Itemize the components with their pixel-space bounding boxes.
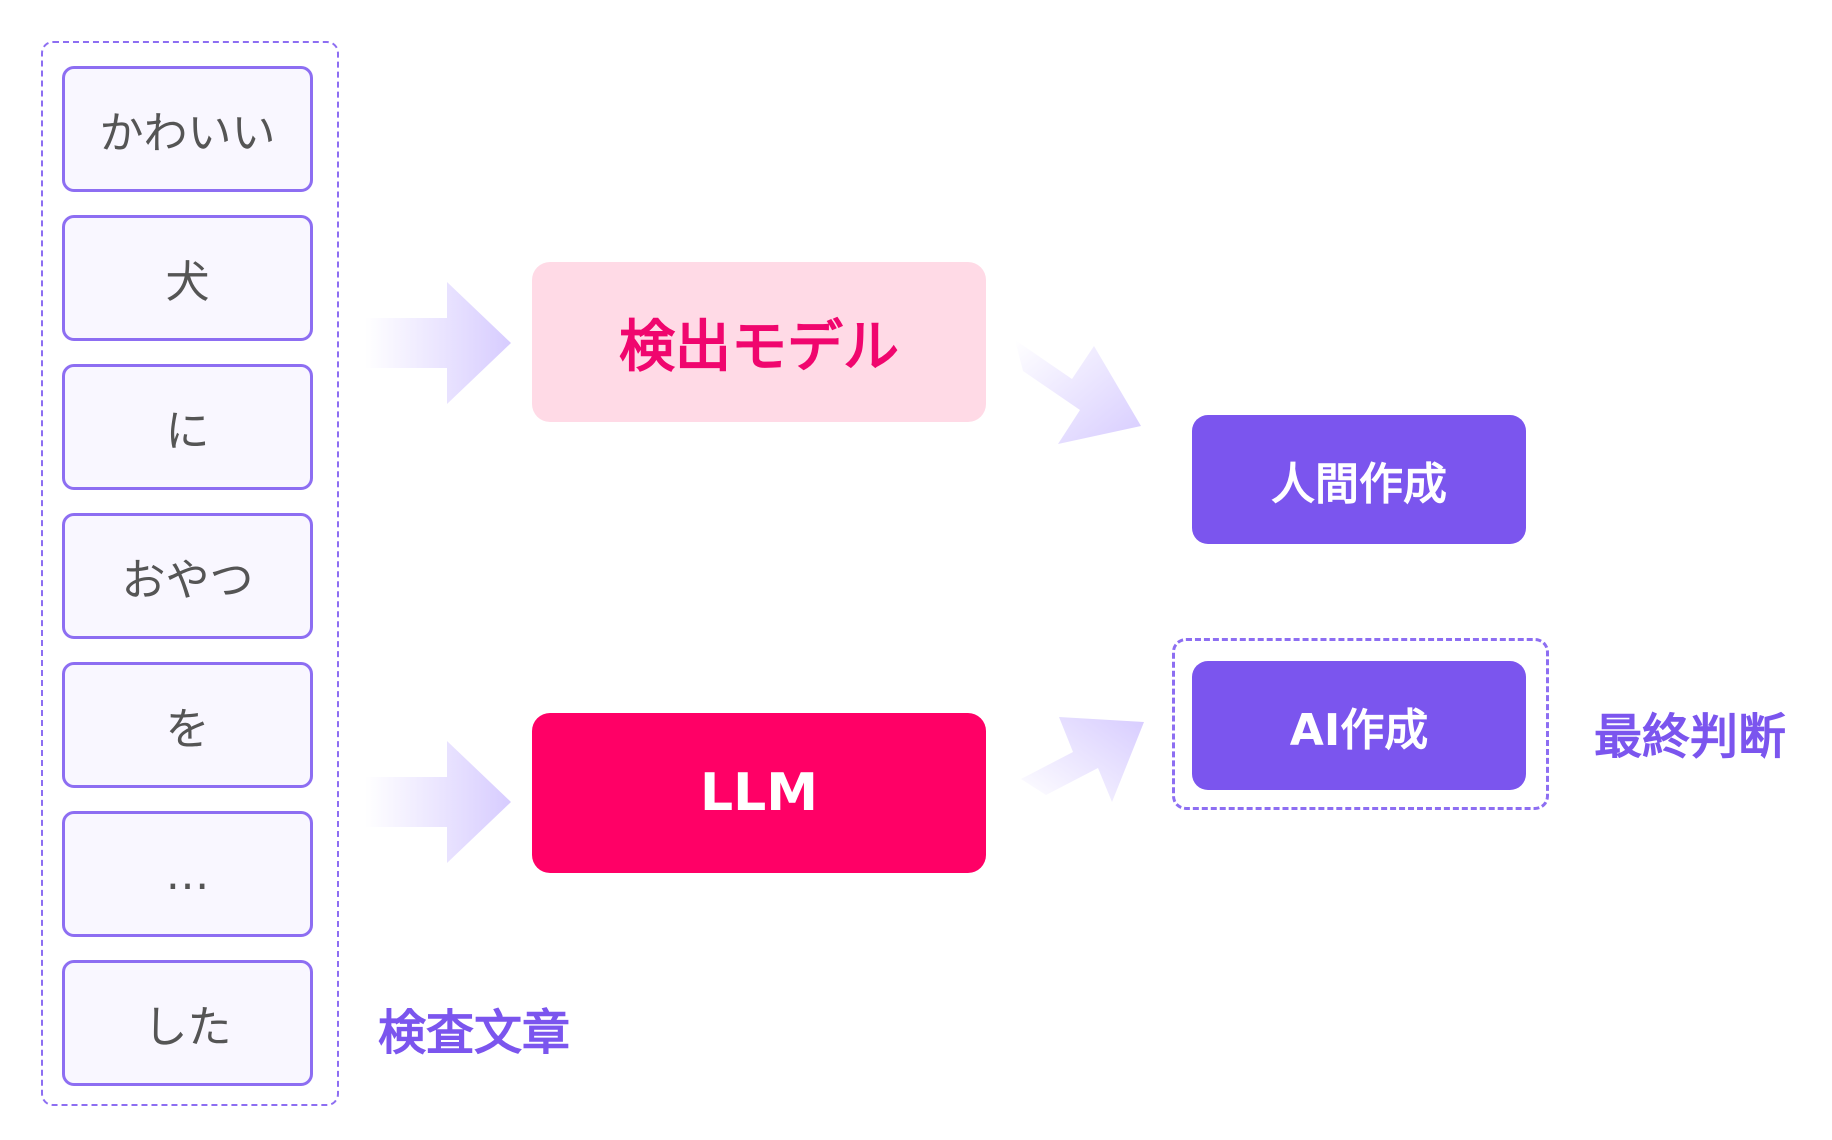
arrow-input-to-detector xyxy=(365,282,511,404)
token-box: した xyxy=(62,960,313,1086)
arrow-detector-to-human xyxy=(1015,340,1141,444)
ai-generated-box: AI作成 xyxy=(1192,661,1526,790)
human-written-box: 人間作成 xyxy=(1192,415,1526,544)
token-box: を xyxy=(62,662,313,788)
token-box: … xyxy=(62,811,313,937)
arrow-llm-to-ai xyxy=(1021,717,1144,802)
arrow-input-to-llm xyxy=(365,741,511,863)
token-box: に xyxy=(62,364,313,490)
detector-model-box: 検出モデル xyxy=(532,262,986,422)
input-label: 検査文章 xyxy=(378,1005,571,1061)
final-decision-label: 最終判断 xyxy=(1594,709,1787,765)
token-box: かわいい xyxy=(62,66,313,192)
llm-box: LLM xyxy=(532,713,986,873)
token-box: 犬 xyxy=(62,215,313,341)
token-box: おやつ xyxy=(62,513,313,639)
input-group-outline xyxy=(41,41,339,1106)
final-decision-outline xyxy=(1172,638,1549,810)
